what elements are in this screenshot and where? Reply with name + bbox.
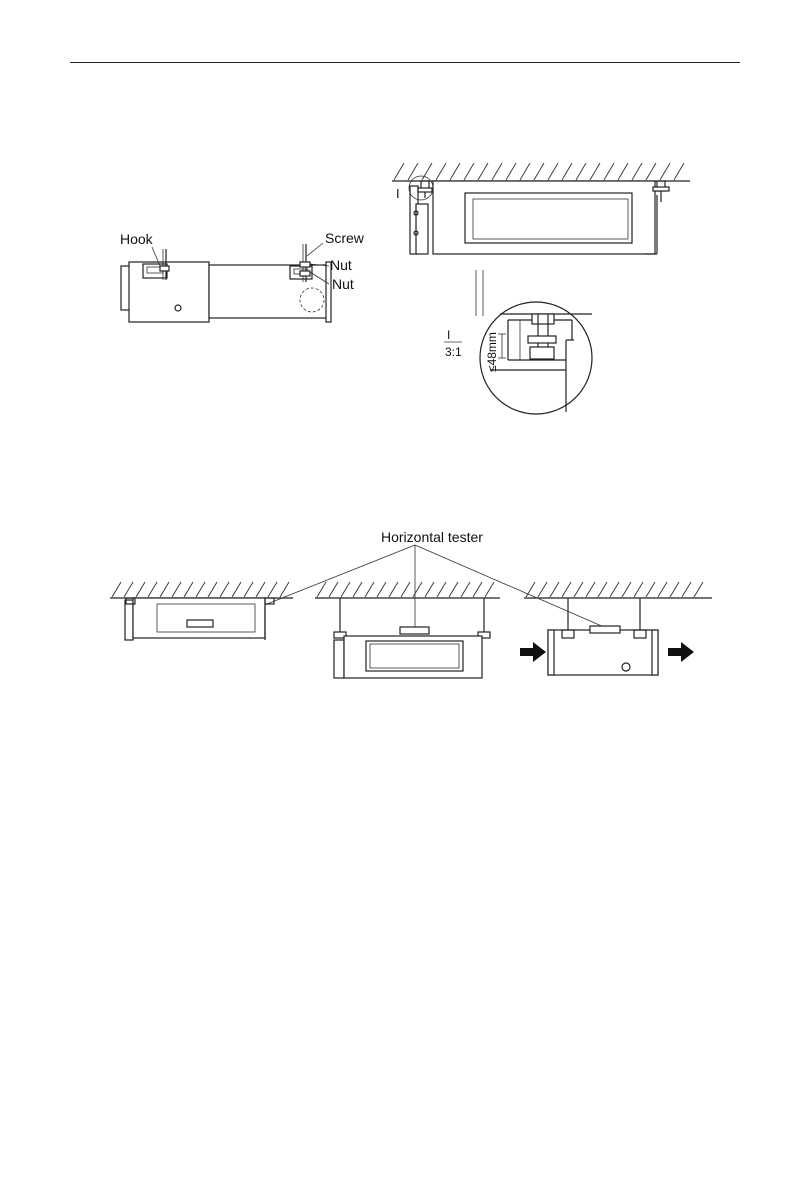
unit-level-b (334, 598, 490, 678)
airflow-out-arrow-icon (668, 642, 694, 662)
airflow-in-arrow-icon (520, 642, 546, 662)
unit-level-c (520, 598, 694, 675)
horizontal-tester-a-icon (187, 620, 213, 627)
ceiling-hatch-bottom (110, 582, 712, 598)
unit-level-a (125, 598, 274, 640)
horizontal-tester-b-icon (400, 627, 429, 634)
horizontal-tester-c-icon (590, 626, 620, 633)
horizontal-tester-label: Horizontal tester (381, 529, 483, 545)
